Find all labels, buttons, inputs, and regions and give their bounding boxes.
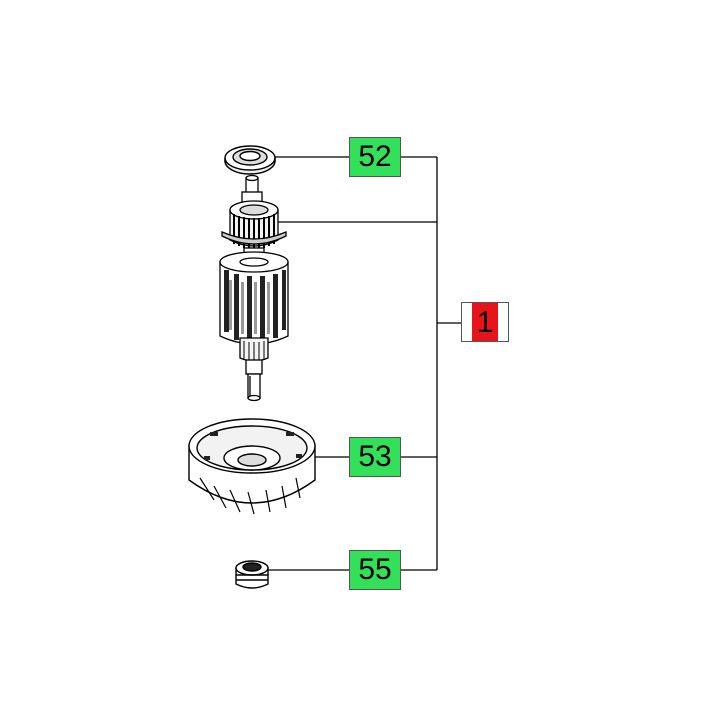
assembly-number-1: 1 [472,303,498,341]
part-label-52[interactable]: 52 [349,137,401,177]
leader-lines [266,156,462,571]
part-label-53[interactable]: 53 [349,437,401,477]
fan-baffle-part [188,418,316,515]
part-number-52: 52 [358,140,392,173]
bearing-part [235,560,269,589]
part-label-55[interactable]: 55 [349,550,401,590]
part-number-55: 55 [358,553,392,586]
assembly-label-1[interactable]: 1 [461,302,509,342]
armature-part [219,174,289,402]
part-number-53: 53 [358,440,392,473]
bearing-cap-part [224,145,276,175]
